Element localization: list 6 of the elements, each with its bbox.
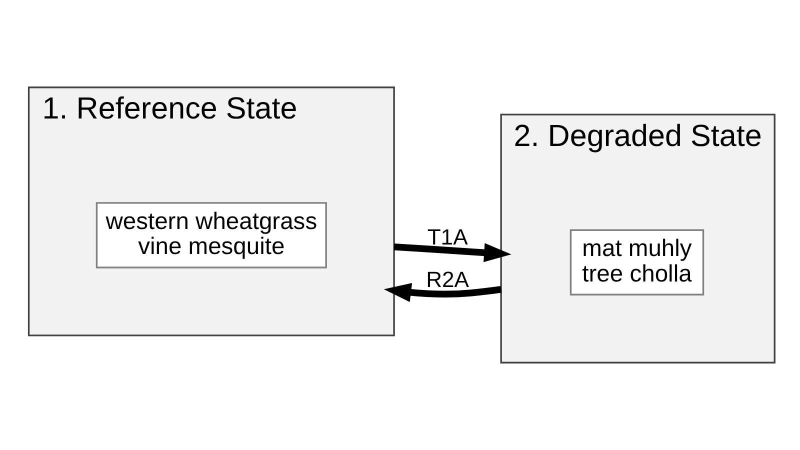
edge-label: T1A <box>427 224 468 250</box>
node-box: western wheatgrass vine mesquite <box>96 202 327 268</box>
node-box: mat muhly tree cholla <box>570 229 704 296</box>
arrow <box>394 243 512 262</box>
edge-label: R2A <box>426 266 470 292</box>
arrow <box>384 283 502 302</box>
